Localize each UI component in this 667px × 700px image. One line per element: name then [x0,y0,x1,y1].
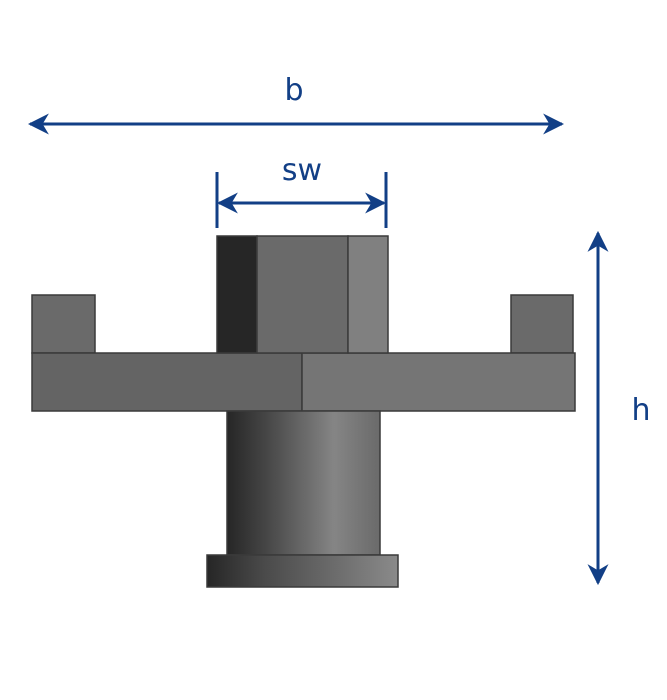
right-lug [510,294,574,354]
hex-middle-face [256,235,349,354]
flange [206,554,399,588]
plate-left [31,352,303,412]
dimensions [27,113,609,586]
plate-right [301,352,576,412]
width-label: b [284,73,303,108]
nut-body [31,235,576,588]
left-lug [31,294,96,354]
hex-dark-face [216,235,258,354]
cylinder [226,410,381,556]
wrench-size-label: sw [282,153,322,188]
hex-right-face [347,235,389,354]
height-label: h [631,393,650,428]
